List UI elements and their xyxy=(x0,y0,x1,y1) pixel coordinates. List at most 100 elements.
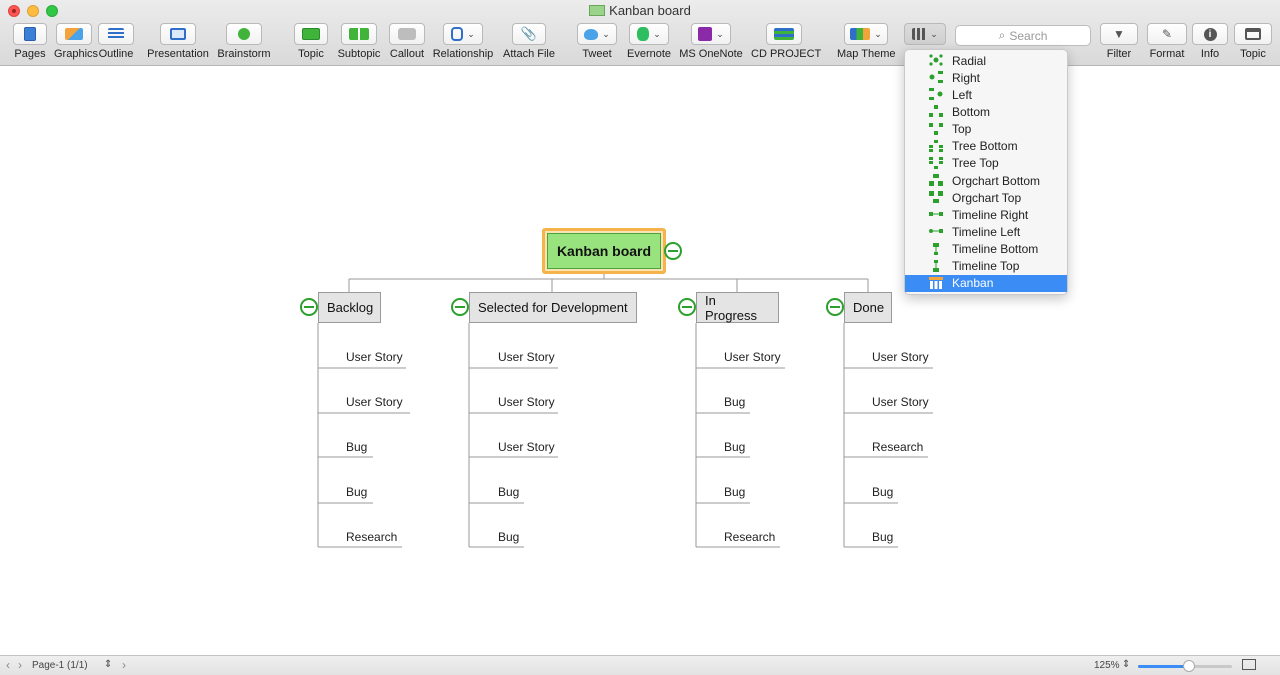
bottom-layout-icon xyxy=(929,105,943,118)
card[interactable]: Research xyxy=(724,530,776,544)
map-theme-button[interactable]: ⌄ Map Theme xyxy=(837,23,896,60)
zoom-stepper-icon[interactable]: ⇕ xyxy=(1122,659,1131,670)
zoom-slider-fill xyxy=(1138,665,1188,668)
fit-page-icon[interactable] xyxy=(1242,659,1256,670)
search-icon: ⌕ xyxy=(998,28,1006,42)
graphics-icon xyxy=(65,28,83,40)
card[interactable]: User Story xyxy=(498,440,555,454)
topic-panel-button[interactable]: Topic xyxy=(1234,23,1272,60)
connector-lines xyxy=(317,274,933,548)
presentation-button[interactable]: Presentation xyxy=(145,23,211,60)
outline-button[interactable]: Outline xyxy=(96,23,136,60)
info-icon: i xyxy=(1203,27,1217,41)
graphics-button[interactable]: Graphics xyxy=(54,23,98,60)
menu-item-timeline-top[interactable]: Timeline Top xyxy=(905,258,1067,275)
filter-icon: ▼ xyxy=(1113,27,1125,41)
timeline-top-layout-icon xyxy=(929,259,943,272)
zoom-slider[interactable] xyxy=(1138,660,1232,672)
card[interactable]: User Story xyxy=(498,395,555,409)
evernote-button[interactable]: ⌄ Evernote xyxy=(626,23,672,60)
menu-item-orgchart-top[interactable]: Orgchart Top xyxy=(905,189,1067,206)
card[interactable]: Bug xyxy=(724,485,746,499)
root-topic[interactable]: Kanban board xyxy=(542,228,666,274)
card[interactable]: Bug xyxy=(724,395,746,409)
card[interactable]: User Story xyxy=(872,350,929,364)
card[interactable]: Research xyxy=(346,530,398,544)
card[interactable]: Research xyxy=(872,440,924,454)
collapse-toggle-done[interactable] xyxy=(826,298,844,316)
search-input[interactable]: ⌕ Search xyxy=(955,25,1091,46)
relationship-button[interactable]: ⌄ Relationship xyxy=(432,23,494,60)
menu-item-bottom[interactable]: Bottom xyxy=(905,103,1067,120)
chevron-down-icon: ⌄ xyxy=(716,28,724,39)
menu-item-radial[interactable]: Radial xyxy=(905,52,1067,69)
card[interactable]: User Story xyxy=(498,350,555,364)
brainstorm-button[interactable]: Brainstorm xyxy=(216,23,272,60)
card[interactable]: Bug xyxy=(872,485,894,499)
card[interactable]: Bug xyxy=(498,530,520,544)
project-icon xyxy=(774,28,794,40)
column-header-in-progress[interactable]: In Progress xyxy=(696,292,779,323)
window-title: Kanban board xyxy=(0,3,1280,18)
layout-dropdown-button[interactable]: ⌄ xyxy=(904,23,946,45)
card[interactable]: Bug xyxy=(346,440,368,454)
next-page-icon[interactable]: › xyxy=(18,658,22,672)
callout-button[interactable]: Callout xyxy=(389,23,425,60)
zoom-slider-handle[interactable] xyxy=(1183,660,1195,672)
page-stepper-icon[interactable]: ⇕ xyxy=(104,659,113,670)
evernote-icon xyxy=(637,27,650,41)
timeline-left-layout-icon xyxy=(929,225,943,237)
next-page-arrow-icon[interactable]: › xyxy=(122,658,126,672)
onenote-icon xyxy=(698,27,713,41)
theme-icon xyxy=(850,28,871,40)
card[interactable]: Bug xyxy=(872,530,894,544)
menu-item-timeline-left[interactable]: Timeline Left xyxy=(905,223,1067,240)
minimize-window-button[interactable] xyxy=(27,5,39,17)
close-window-button[interactable] xyxy=(8,5,20,17)
card[interactable]: User Story xyxy=(724,350,781,364)
chevron-down-icon: ⌄ xyxy=(653,28,661,39)
menu-item-top[interactable]: Top xyxy=(905,121,1067,138)
card[interactable]: Bug xyxy=(346,485,368,499)
menu-item-tree-bottom[interactable]: Tree Bottom xyxy=(905,138,1067,155)
card[interactable]: User Story xyxy=(346,395,403,409)
menu-item-timeline-bottom[interactable]: Timeline Bottom xyxy=(905,241,1067,258)
attach-file-button[interactable]: 📎 Attach File xyxy=(501,23,557,60)
map-canvas[interactable] xyxy=(0,67,1280,655)
orgchart-top-layout-icon xyxy=(929,191,943,204)
previous-page-icon[interactable]: ‹ xyxy=(6,658,10,672)
onenote-button[interactable]: ⌄ MS OneNote xyxy=(679,23,743,60)
column-header-done[interactable]: Done xyxy=(844,292,892,323)
info-button[interactable]: i Info xyxy=(1192,23,1228,60)
column-header-selected-for-development[interactable]: Selected for Development xyxy=(469,292,637,323)
card[interactable]: Bug xyxy=(724,440,746,454)
pages-button[interactable]: Pages xyxy=(13,23,47,60)
format-button[interactable]: ✎ Format xyxy=(1147,23,1187,60)
tweet-button[interactable]: ⌄ Tweet xyxy=(577,23,617,60)
tree-top-layout-icon xyxy=(929,156,943,169)
collapse-toggle-root[interactable] xyxy=(664,242,682,260)
title-bar: Kanban board Pages Graphics Outline Pres… xyxy=(0,0,1280,66)
twitter-icon xyxy=(584,28,599,40)
menu-item-right[interactable]: Right xyxy=(905,69,1067,86)
zoom-window-button[interactable] xyxy=(46,5,58,17)
card[interactable]: User Story xyxy=(872,395,929,409)
topic-button[interactable]: Topic xyxy=(294,23,328,60)
card[interactable]: User Story xyxy=(346,350,403,364)
collapse-toggle-backlog[interactable] xyxy=(300,298,318,316)
column-header-backlog[interactable]: Backlog xyxy=(318,292,381,323)
menu-item-timeline-right[interactable]: Timeline Right xyxy=(905,206,1067,223)
collapse-toggle-in-progress[interactable] xyxy=(678,298,696,316)
card[interactable]: Bug xyxy=(498,485,520,499)
menu-item-left[interactable]: Left xyxy=(905,86,1067,103)
relationship-icon xyxy=(451,27,464,41)
subtopic-button[interactable]: Subtopic xyxy=(337,23,381,60)
cd-project-button[interactable]: CD PROJECT xyxy=(751,23,821,60)
collapse-toggle-selected[interactable] xyxy=(451,298,469,316)
presentation-icon xyxy=(170,28,186,40)
filter-button[interactable]: ▼ Filter xyxy=(1100,23,1138,60)
menu-item-kanban[interactable]: Kanban xyxy=(905,274,1067,292)
menu-item-orgchart-bottom[interactable]: Orgchart Bottom xyxy=(905,172,1067,189)
root-topic-label: Kanban board xyxy=(547,233,661,269)
menu-item-tree-top[interactable]: Tree Top xyxy=(905,155,1067,172)
